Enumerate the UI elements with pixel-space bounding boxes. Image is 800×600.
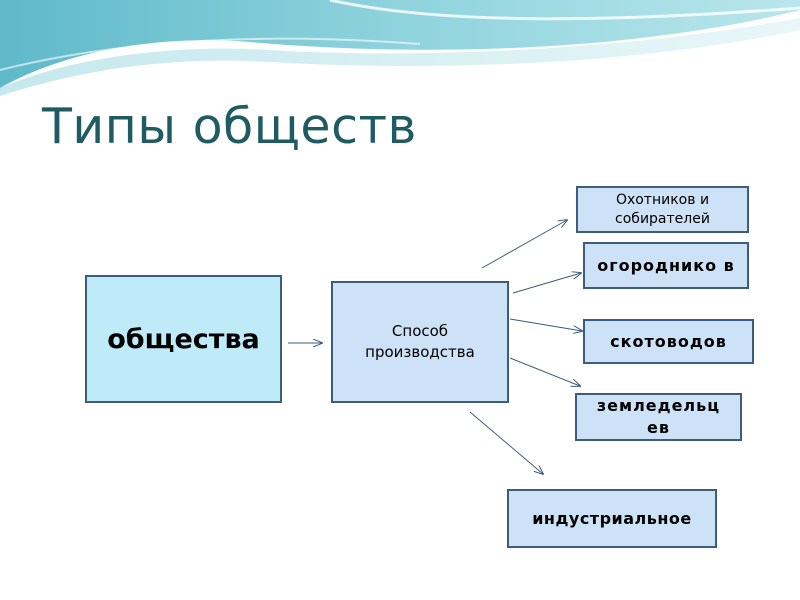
node-production-method-label: Способ производства — [365, 322, 475, 361]
node-society-label: общества — [107, 323, 260, 355]
arrow-method-to-gardeners — [512, 273, 581, 294]
node-gardeners: огороднико в — [583, 242, 749, 289]
node-society: общества — [85, 275, 282, 403]
node-cattle-breeders: скотоводов — [583, 319, 754, 364]
node-farmers: земледельц ев — [575, 393, 742, 441]
arrow-method-to-hunters — [481, 220, 567, 269]
arrow-method-to-industrial — [469, 411, 543, 474]
arrow-method-to-farmers — [509, 357, 580, 386]
node-gardeners-label: огороднико в — [597, 255, 735, 275]
node-cattle-breeders-label: скотоводов — [610, 332, 727, 351]
arrow-method-to-cattle — [509, 318, 582, 331]
node-hunters-gatherers: Охотников и собирателей — [576, 186, 749, 233]
slide-title: Типы обществ — [42, 98, 417, 155]
node-farmers-label: земледельц ев — [596, 396, 721, 437]
node-production-method: Способ производства — [331, 281, 509, 403]
node-hunters-gatherers-label: Охотников и собирателей — [615, 191, 710, 227]
node-industrial-label: индустриальное — [532, 509, 692, 528]
decorative-wave-header — [0, 0, 800, 96]
node-industrial: индустриальное — [507, 489, 717, 548]
